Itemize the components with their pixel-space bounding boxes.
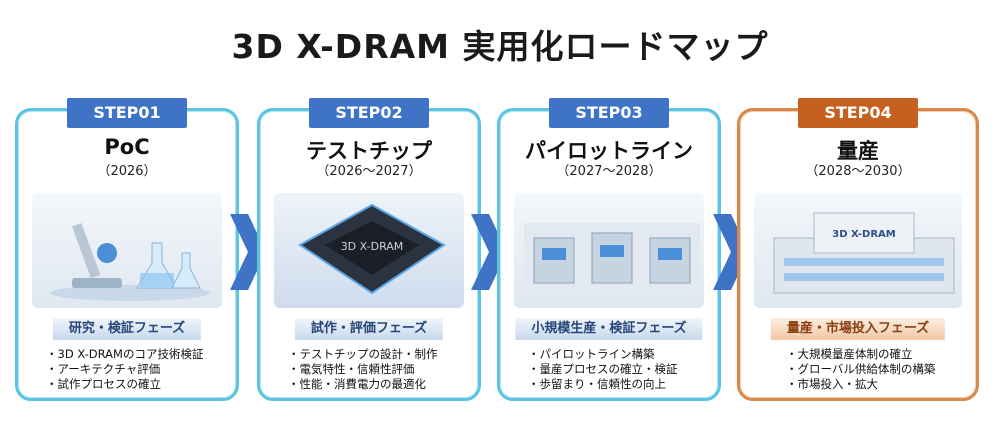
bullet-item: ・大規模量産体制の確立	[786, 347, 913, 361]
factory-label: 3D X-DRAM	[832, 229, 896, 240]
step-name: 量産	[837, 139, 879, 163]
step-name: テストチップ	[306, 139, 432, 163]
bullet-item: ・グローバル供給体制の構築	[786, 362, 936, 376]
bullet-list: ・テストチップの設計・制作 ・電気特性・信頼性評価 ・性能・消費電力の最適化	[288, 347, 438, 392]
step-years: （2026）	[97, 164, 157, 179]
bullet-item: ・パイロットライン構築	[528, 347, 655, 361]
bullet-item: ・3D X-DRAMのコア技術検証	[46, 347, 204, 361]
bullet-item: ・量産プロセスの確立・検証	[528, 362, 678, 376]
page-title: 3D X-DRAM 実用化ロードマップ	[231, 27, 769, 66]
step-years: （2026～2027）	[316, 164, 422, 179]
bullet-item: ・テストチップの設計・制作	[288, 347, 438, 361]
bullet-list: ・3D X-DRAMのコア技術検証 ・アーキテクチャ評価 ・試作プロセスの確立	[46, 347, 203, 392]
step-badge: STEP01	[67, 98, 187, 128]
step-years: （2027～2028）	[556, 164, 662, 179]
bullet-item: ・性能・消費電力の最適化	[288, 377, 426, 391]
chip-label: 3D X-DRAM	[341, 240, 404, 253]
phase-label: 量産・市場投入フェーズ	[770, 318, 946, 340]
bullet-item: ・歩留まり・信頼性の向上	[528, 377, 666, 391]
factory-image: 3D X-DRAM	[754, 193, 962, 308]
chip-image: 3D X-DRAM	[274, 193, 464, 308]
step-badge: STEP02	[309, 98, 429, 128]
step-card-3: STEP03 パイロットライン （2027～2028） 小規模生産・検証フェーズ…	[497, 98, 721, 401]
step-name: PoC	[104, 135, 150, 159]
step-years: （2028～2030）	[805, 164, 911, 179]
step-badge: STEP04	[798, 98, 918, 128]
bullet-item: ・試作プロセスの確立	[46, 377, 161, 391]
phase-label: 小規模生産・検証フェーズ	[515, 318, 703, 340]
pilot-line-image	[514, 193, 704, 308]
lab-microscope-image	[32, 193, 222, 308]
phase-label: 試作・評価フェーズ	[294, 318, 444, 340]
step-card-4: STEP04 量産 （2028～2030） 3D X-DRAM 量産・市場投入フ…	[737, 98, 979, 401]
step-card-1: STEP01 PoC （2026） 研究・検証フェーズ ・3D X-DRAMのコ…	[15, 98, 239, 401]
phase-label: 研究・検証フェーズ	[52, 318, 202, 340]
step-card-2: STEP02 テストチップ （2026～2027） 3D X-DRAM 試作・評…	[257, 98, 481, 401]
bullet-list: ・大規模量産体制の確立 ・グローバル供給体制の構築 ・市場投入・拡大	[786, 347, 935, 392]
step-name: パイロットライン	[525, 139, 693, 163]
bullet-item: ・アーキテクチャ評価	[46, 362, 161, 376]
bullet-list: ・パイロットライン構築 ・量産プロセスの確立・検証 ・歩留まり・信頼性の向上	[528, 347, 678, 392]
bullet-item: ・電気特性・信頼性評価	[288, 362, 415, 376]
bullet-item: ・市場投入・拡大	[786, 377, 878, 391]
step-badge: STEP03	[549, 98, 669, 128]
